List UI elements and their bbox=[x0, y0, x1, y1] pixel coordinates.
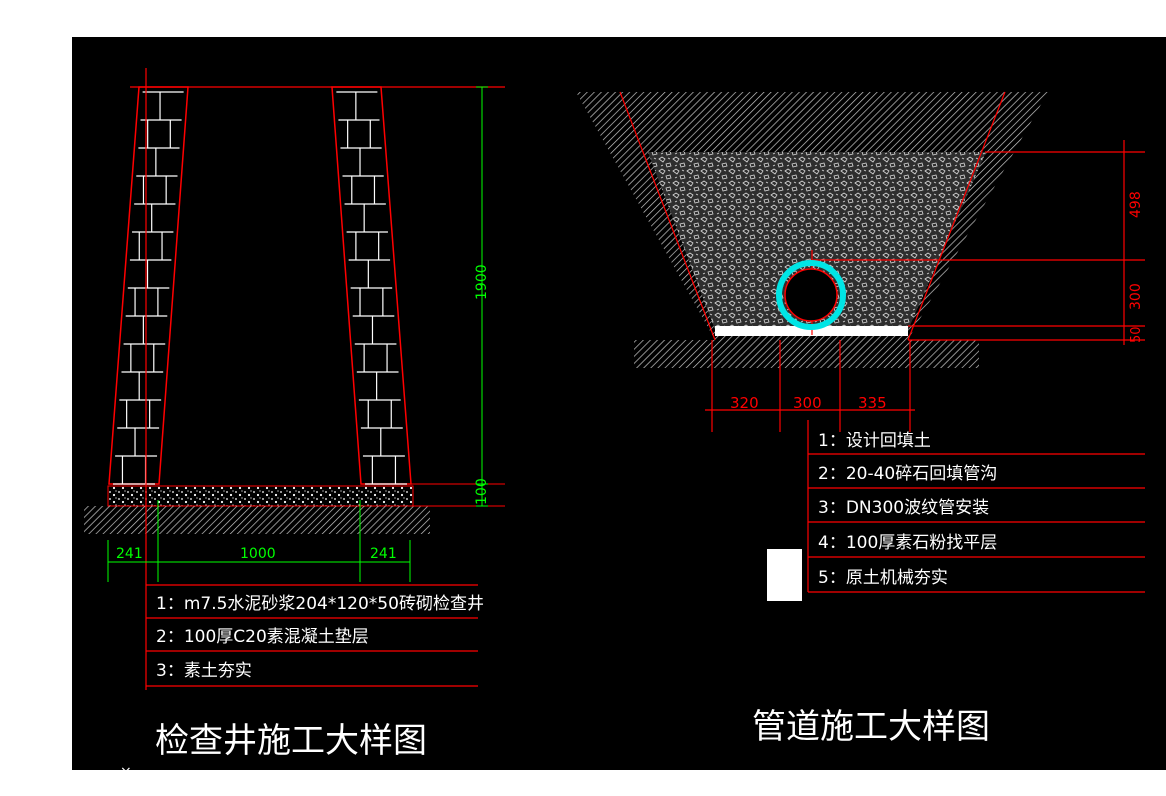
dim-pipe-width: 300 bbox=[793, 394, 822, 412]
compacted-soil bbox=[84, 506, 430, 534]
manhole-title: 检查井施工大样图 bbox=[155, 721, 427, 761]
axis-mark: × bbox=[120, 764, 132, 780]
dim-above-pipe: 498 bbox=[1128, 191, 1144, 218]
manhole-detail: 1900 100 241 1000 241 1：m7.5水泥砂浆204*120*… bbox=[84, 68, 505, 780]
trench-title: 管道施工大样图 bbox=[752, 707, 990, 747]
trench-note-1: 1：设计回填土 bbox=[818, 431, 931, 451]
dim-height: 1900 bbox=[474, 264, 490, 300]
trench-base bbox=[634, 340, 979, 368]
trench-note-5: 5：原土机械夯实 bbox=[818, 568, 948, 588]
pipe-inner bbox=[784, 268, 838, 322]
dim-wall-right: 241 bbox=[370, 546, 397, 562]
dim-wall-left: 241 bbox=[116, 546, 143, 562]
dim-left-clear: 320 bbox=[730, 394, 759, 412]
white-rectangle bbox=[767, 549, 802, 601]
manhole-note-2: 2：100厚C20素混凝土垫层 bbox=[156, 627, 369, 647]
pipe-trench-detail: 498 300 50 320 300 335 1：设计回填土 2：20-40碎石… bbox=[576, 91, 1145, 747]
dim-bedding: 50 bbox=[1129, 326, 1144, 343]
dim-inner-width: 1000 bbox=[240, 546, 276, 562]
left-brick-wall bbox=[108, 86, 189, 485]
dim-right-clear: 335 bbox=[858, 394, 887, 412]
dim-base-thickness: 100 bbox=[474, 478, 490, 505]
trench-note-3: 3：DN300波纹管安装 bbox=[818, 498, 989, 518]
concrete-base bbox=[107, 485, 414, 507]
trench-note-2: 2：20-40碎石回填管沟 bbox=[818, 464, 997, 484]
pipe-ring bbox=[776, 260, 846, 330]
manhole-note-3: 3：素土夯实 bbox=[156, 661, 252, 681]
dim-pipe-height: 300 bbox=[1128, 283, 1144, 310]
manhole-note-1: 1：m7.5水泥砂浆204*120*50砖砌检查井 bbox=[156, 594, 484, 614]
trench-note-4: 4：100厚素石粉找平层 bbox=[818, 533, 997, 553]
right-brick-wall bbox=[331, 86, 412, 485]
